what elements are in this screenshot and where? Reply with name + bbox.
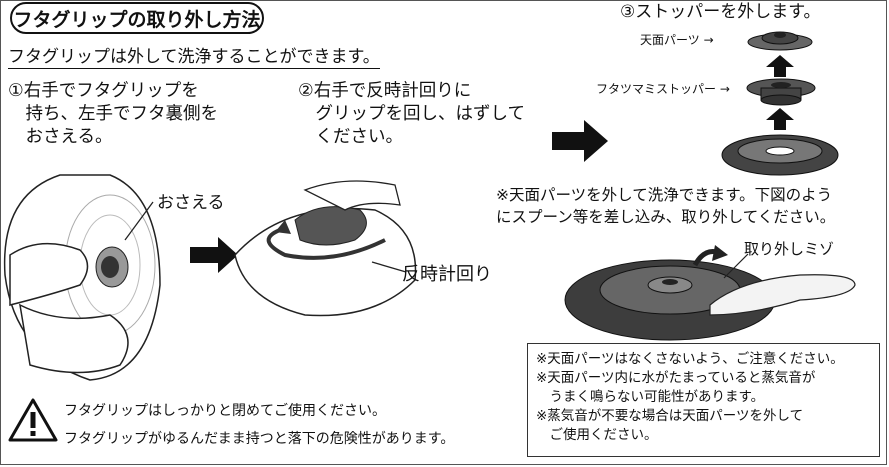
grip-rotate-illustration <box>234 180 417 317</box>
step-3-text: ③ストッパーを外します。 <box>620 2 821 22</box>
label-counterclockwise: 反時計回り <box>402 264 492 285</box>
label-hold: おさえる <box>157 193 225 213</box>
page-title: フタグリップの取り外し方法 <box>10 2 264 34</box>
label-groove: 取り外しミゾ <box>744 240 835 258</box>
hold-pointer-line <box>124 201 154 241</box>
warning-line-1: フタグリップはしっかりと閉めてご使用ください。 <box>64 403 386 419</box>
step-2-text: ②右手で反時計回りに グリップを回し、はずして ください。 <box>298 81 525 147</box>
warning-triangle-icon <box>8 398 58 442</box>
page-subtitle: フタグリップは外して洗浄することができます。 <box>8 42 380 69</box>
wash-note: ※天面パーツを外して洗浄できます。下図のよう にスプーン等を差し込み、取り外して… <box>496 186 836 226</box>
step-1-text: ①右手でフタグリップを 持ち、左手でフタ裏側を おさえる。 <box>8 81 218 147</box>
warning-line-2: フタグリップがゆるんだまま持つと落下の危険性があります。 <box>64 431 455 447</box>
lid-hold-illustration <box>3 174 161 381</box>
grip-base-illustration <box>721 134 839 176</box>
arrow-up-icon-2 <box>766 108 794 130</box>
stopper-illustration <box>746 78 816 106</box>
ccw-pointer-line <box>371 261 407 273</box>
caution-notes-box: ※天面パーツはなくさないよう、ご注意ください。 ※天面パーツ内に水がたまっている… <box>527 343 880 457</box>
spoon-removal-illustration <box>564 245 856 341</box>
arrow-up-icon <box>766 55 794 77</box>
top-part-illustration <box>747 31 813 51</box>
label-stopper: フタツマミストッパー → <box>596 82 730 96</box>
label-top-part: 天面パーツ → <box>640 33 714 47</box>
arrow-right-large-icon <box>552 120 608 162</box>
caution-note-2: ※天面パーツ内に水がたまっていると蒸気音が うまく鳴らない可能性があります。 <box>536 370 816 405</box>
caution-note-3: ※蒸気音が不要な場合は天面パーツを外して ご使用ください。 <box>536 408 804 443</box>
arrow-right-icon <box>190 237 238 273</box>
caution-note-1: ※天面パーツはなくさないよう、ご注意ください。 <box>536 351 844 367</box>
groove-pointer-line <box>723 253 749 279</box>
